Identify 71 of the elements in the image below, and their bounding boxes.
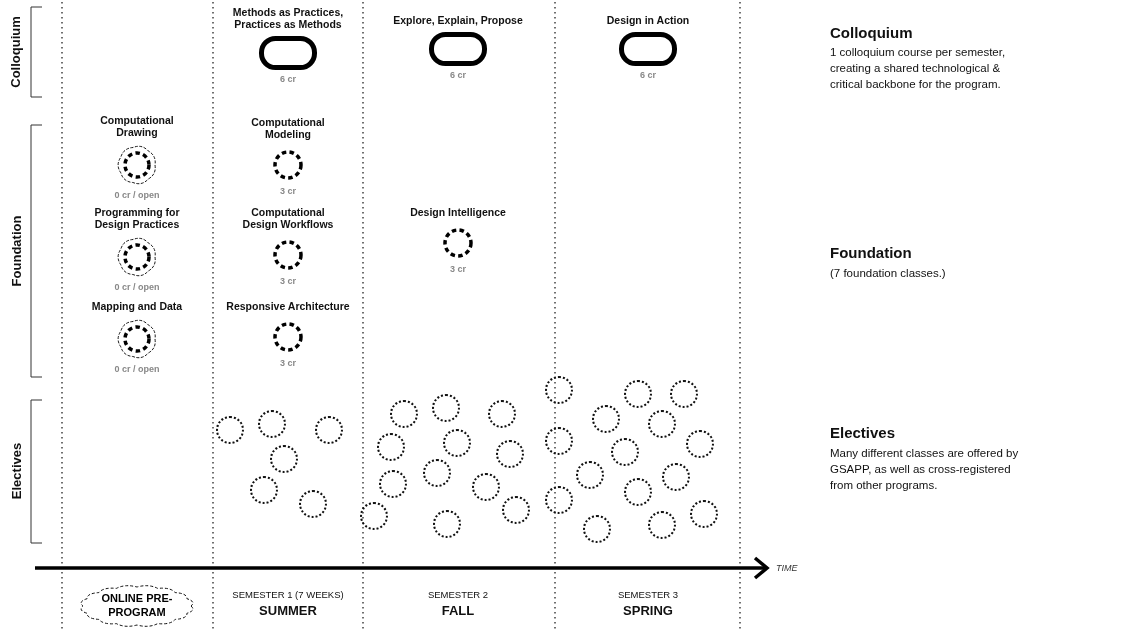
credit-label: 0 cr / open	[114, 190, 160, 200]
elective-circle	[379, 470, 407, 498]
axis-label: TIME	[776, 563, 798, 573]
elective-circle	[583, 515, 611, 543]
section-heading: Electives	[830, 424, 896, 441]
elective-circle	[315, 416, 343, 444]
row-label: Foundation	[8, 215, 24, 287]
course-title: Responsive Architecture	[226, 300, 350, 312]
elective-circle	[360, 502, 388, 530]
row-label: Electives	[8, 442, 24, 500]
credit-label: 6 cr	[450, 70, 466, 80]
course-title: Computational Drawing	[99, 114, 175, 138]
section-heading: Foundation	[830, 244, 912, 261]
elective-circle	[624, 380, 652, 408]
elective-circle	[443, 429, 471, 457]
cloud-shape	[78, 582, 196, 630]
elective-circle	[648, 511, 676, 539]
credit-label: 3 cr	[280, 358, 296, 368]
credit-label: 3 cr	[280, 186, 296, 196]
elective-circle	[488, 400, 516, 428]
course-title: Computational Modeling	[250, 116, 326, 140]
course-title: Programming for Design Practices	[93, 206, 181, 230]
elective-circle	[432, 394, 460, 422]
elective-circle	[377, 433, 405, 461]
elective-circle	[592, 405, 620, 433]
course-title: Methods as Practices, Practices as Methods	[231, 6, 345, 30]
elective-circle	[648, 410, 676, 438]
elective-circle	[270, 445, 298, 473]
elective-circle	[216, 416, 244, 444]
credit-label: 0 cr / open	[114, 364, 160, 374]
elective-circle	[686, 430, 714, 458]
elective-circle	[624, 478, 652, 506]
elective-circle	[545, 427, 573, 455]
section-description: (7 foundation classes.)	[830, 266, 947, 281]
semester-label: SEMESTER 1 (7 WEEKS)	[231, 589, 345, 600]
section-heading: Colloquium	[830, 24, 913, 41]
section-description: 1 colloquium course per semester, creating a shared technological & critical backbone for the program.	[830, 45, 1007, 92]
elective-circle	[690, 500, 718, 528]
credit-label: 6 cr	[640, 70, 656, 80]
elective-circle	[545, 376, 573, 404]
elective-circle	[433, 510, 461, 538]
elective-circle	[576, 461, 604, 489]
elective-circle	[496, 440, 524, 468]
credit-label: 3 cr	[280, 276, 296, 286]
elective-circle	[299, 490, 327, 518]
elective-circle	[250, 476, 278, 504]
semester-label: SEMESTER 2	[426, 589, 490, 600]
semester-label: SEMESTER 3	[616, 589, 680, 600]
credit-label: 6 cr	[280, 74, 296, 84]
elective-circle	[423, 459, 451, 487]
season-label: SUMMER	[258, 603, 318, 618]
program-title: ONLINE PRE-PROGRAM	[100, 591, 174, 619]
course-title: Design in Action	[606, 14, 690, 26]
course-title: Computational Design Workflows	[241, 206, 335, 230]
elective-circle	[545, 486, 573, 514]
course-title: Explore, Explain, Propose	[393, 14, 523, 26]
elective-circle	[611, 438, 639, 466]
row-label: Colloquium	[8, 16, 24, 88]
elective-circle	[472, 473, 500, 501]
season-label: FALL	[440, 603, 476, 618]
elective-circle	[670, 380, 698, 408]
elective-circle	[258, 410, 286, 438]
elective-circle	[662, 463, 690, 491]
course-title: Mapping and Data	[91, 300, 183, 312]
season-label: SPRING	[622, 603, 674, 618]
credit-label: 3 cr	[450, 264, 466, 274]
section-description: Many different classes are offered by GSAPP, as well as cross-registered from other programs.	[830, 446, 1020, 493]
elective-circle	[390, 400, 418, 428]
course-title: Design Intelligence	[410, 206, 506, 218]
elective-circle	[502, 496, 530, 524]
credit-label: 0 cr / open	[114, 282, 160, 292]
